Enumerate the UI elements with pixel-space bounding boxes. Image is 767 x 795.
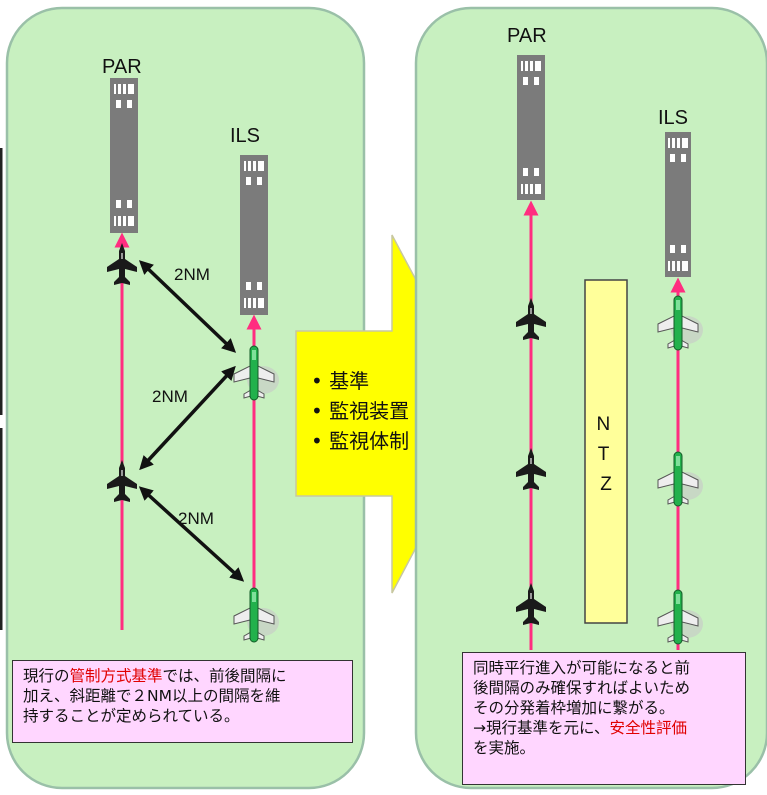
- right-par-runway: [517, 55, 545, 200]
- right-panel: PAR ILS N T Z: [414, 6, 767, 790]
- right-ils-label: ILS: [658, 107, 688, 129]
- criteria-item: • 監視装置: [311, 399, 410, 423]
- right-ils-runway: [665, 132, 691, 277]
- separation-arrow-2: [139, 365, 236, 471]
- ntz-label: N T Z: [596, 414, 615, 495]
- separation-arrow-1: [138, 260, 237, 353]
- right-par-label: PAR: [507, 25, 547, 47]
- left-par-label: PAR: [102, 56, 142, 78]
- separation-label-2: 2NM: [152, 387, 188, 406]
- separation-label-1: 2NM: [174, 265, 210, 284]
- separation-label-3: 2NM: [178, 509, 214, 528]
- left-par-runway: [110, 78, 138, 233]
- separation-arrow-3: [138, 486, 245, 582]
- criteria-item: • 監視体制: [311, 429, 410, 453]
- ntz-zone: [584, 279, 628, 624]
- criteria-item: • 基準: [311, 369, 370, 393]
- left-note-box: 現行の管制方式基準では、前後間隔に 加え、斜距離で２NM以上の間隔を維 持するこ…: [12, 660, 353, 743]
- criteria-list: • 基準 • 監視装置 • 監視体制: [311, 366, 481, 456]
- left-panel: PAR ILS 2NM 2NM: [5, 6, 366, 790]
- left-ils-runway: [240, 155, 268, 315]
- left-ils-label: ILS: [230, 125, 260, 147]
- right-note-box: 同時平行進入が可能になると前 後間隔のみ確保すればよいため その分発着枠増加に繋…: [462, 652, 746, 785]
